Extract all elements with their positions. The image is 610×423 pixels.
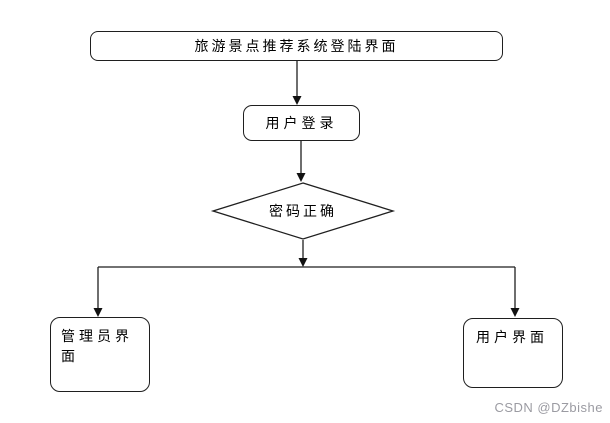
decision-node-label: 密码正确 (269, 203, 337, 219)
edge-login-to-decision (296, 141, 306, 182)
start-node: 旅游景点推荐系统登陆界面 (90, 31, 503, 61)
decision-diamond-shape (210, 182, 396, 240)
user-node-label: 用户界面 (476, 329, 548, 345)
admin-node-label: 管理员界面 (61, 328, 133, 364)
login-node-label: 用户登录 (265, 115, 338, 131)
edge-start-to-login (292, 61, 302, 105)
start-node-label: 旅游景点推荐系统登陆界面 (194, 38, 399, 54)
csdn-watermark: CSDN @DZbishe (494, 400, 603, 415)
admin-node: 管理员界面 (50, 317, 150, 392)
edge-branch-to-user (510, 267, 520, 317)
user-node: 用户界面 (463, 318, 563, 388)
edge-branch-to-admin (93, 267, 103, 317)
edge-decision-to-branch (298, 240, 308, 267)
login-node: 用户登录 (243, 105, 360, 141)
